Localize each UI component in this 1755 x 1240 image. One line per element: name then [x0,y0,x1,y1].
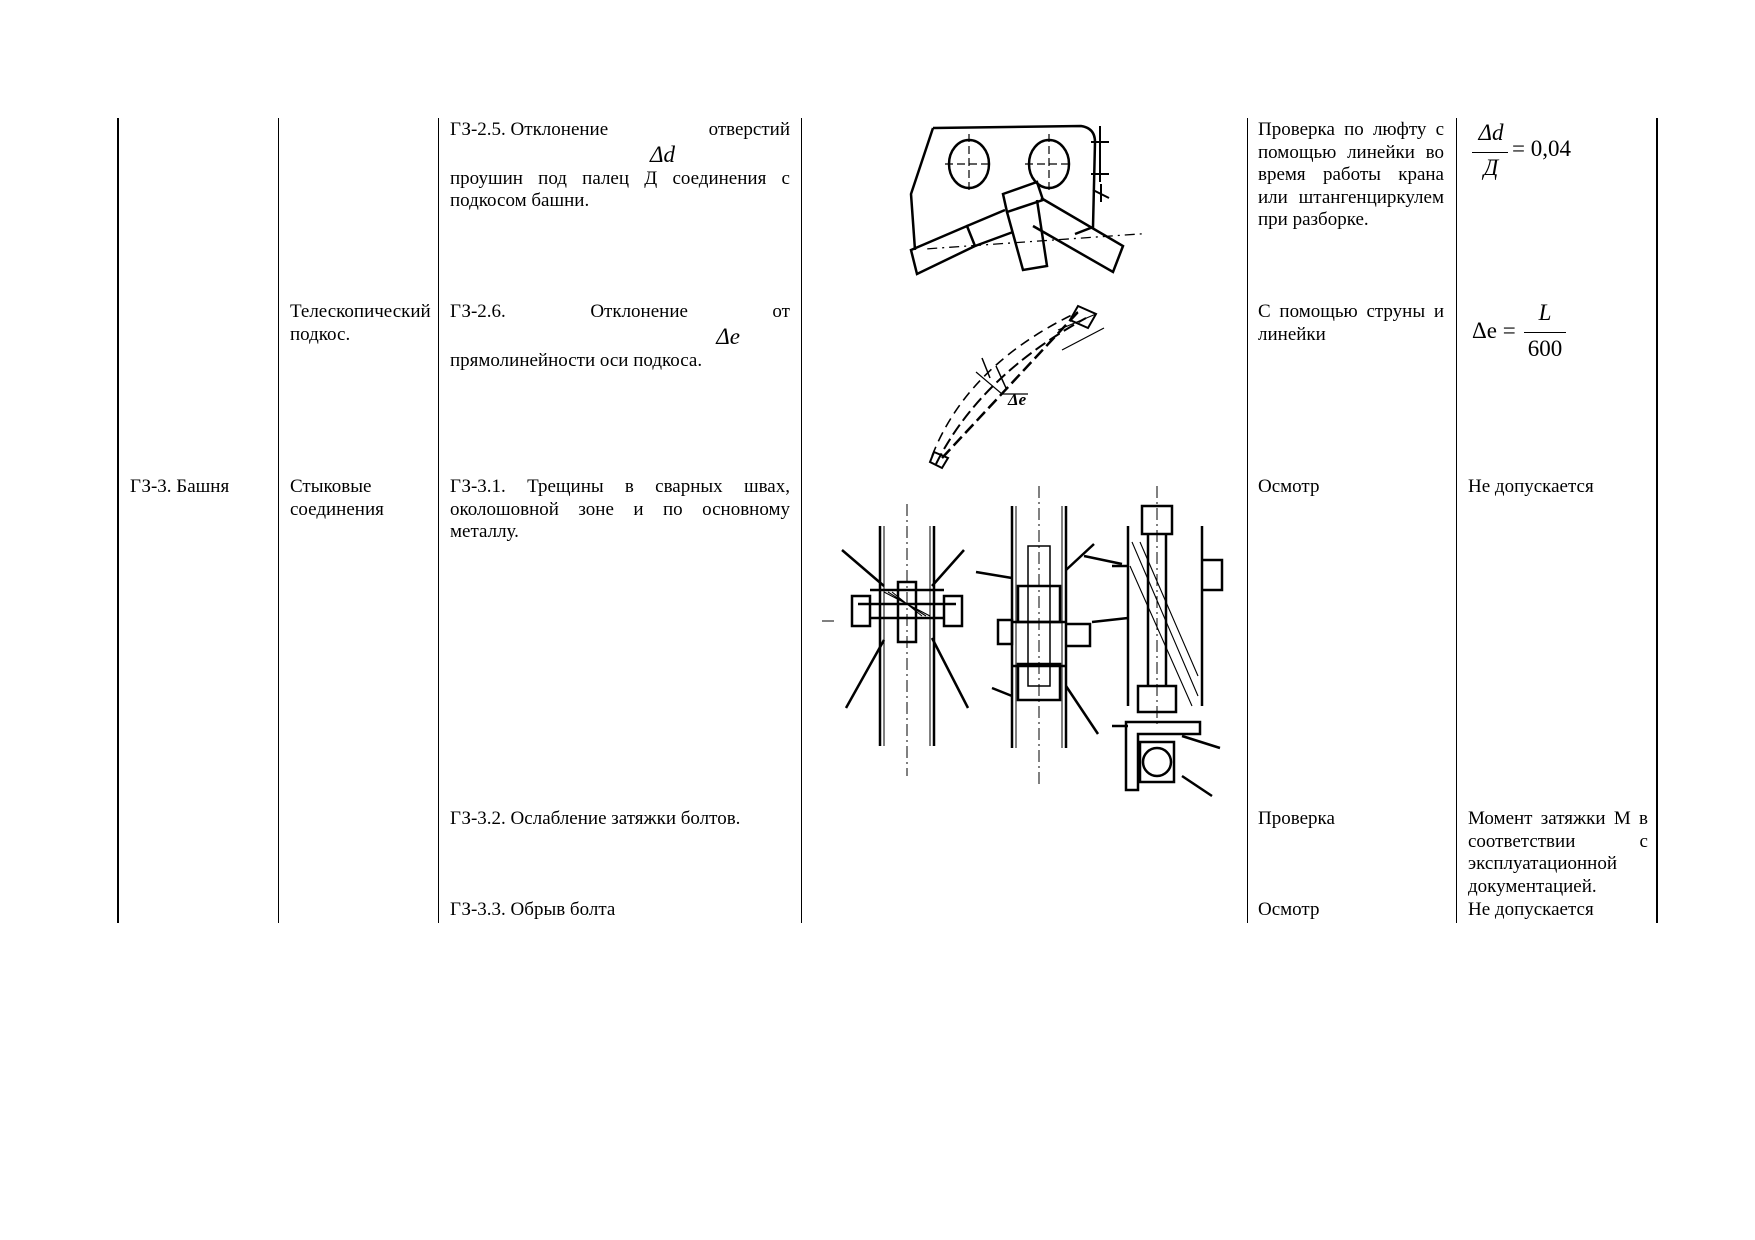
formula-numerator-l: L [1538,300,1552,325]
strut-deflection-drawing: Δe [928,306,1113,468]
defect-gz-3-2: ГЗ-3.2. Ослабление затяжки болтов. [450,808,741,829]
formula-value: = 0,04 [1512,136,1571,161]
method-gz-2-6: С помощью струны и линейки [1258,301,1444,345]
defect-gz-2-6: ГЗ-2.6. Отклонение от Δe прямолинейности… [450,301,790,371]
defect-gz-3-3: ГЗ-3.3. Обрыв болта [450,899,616,920]
criterion-gz-3-3: Не допускается [1468,899,1594,920]
criterion-gz-3-1: Не допускается [1468,476,1594,497]
column-divider-4 [1247,118,1248,923]
table-border-left [117,118,119,923]
figure-label-delta-e: Δe [1007,390,1027,409]
butt-joint-cracks-drawing [822,486,1232,800]
element-telescopic-strut: Телескопический подкос. [290,301,431,345]
defect-gz-3-1: ГЗ-3.1. Трещины в сварных швах, околошов… [450,476,790,542]
formula-denominator-600: 600 [1527,336,1563,361]
formula-denominator: Д [1483,155,1499,180]
fraction-bar [1472,152,1508,153]
formula-numerator: Δd [1478,120,1504,145]
criterion-gz-3-2: Момент затяжки М в соответствии с эксплу… [1468,808,1648,897]
method-gz-3-3: Осмотр [1258,899,1320,920]
column-divider-1 [278,118,279,923]
fraction-bar [1524,332,1566,333]
table-border-right [1656,118,1658,923]
method-gz-3-1: Осмотр [1258,476,1320,497]
column-divider-2 [438,118,439,923]
eyelet-pin-drawing [905,122,1150,287]
method-gz-3-2: Проверка [1258,808,1335,829]
element-butt-joints: Стыковые соединения [290,476,384,520]
formula-gz-2-6: Δe = L 600 [1468,300,1638,370]
defect-gz-2-5: ГЗ-2.5. Отклонение отверстий Δd проушин … [450,119,790,211]
delta-e-symbol: Δe [716,323,740,349]
column-divider-3 [801,118,802,923]
delta-d-symbol: Δd [650,141,675,167]
formula-gz-2-5: Δd Д = 0,04 [1468,118,1638,188]
column-divider-5 [1456,118,1457,923]
object-gz-3-tower: ГЗ-3. Башня [130,476,230,497]
method-gz-2-5: Проверка по люфту с помощью линейки во в… [1258,119,1444,230]
formula-lhs: Δe = [1472,318,1516,343]
